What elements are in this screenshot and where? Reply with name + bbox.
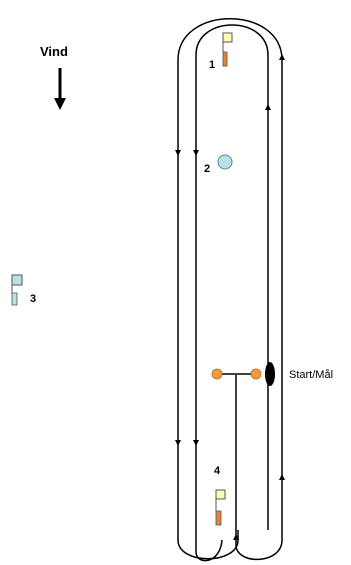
bottom-loop-left-line bbox=[177, 530, 239, 560]
start-boat-buoy bbox=[250, 368, 262, 380]
mark-3-flag bbox=[11, 274, 23, 306]
direction-arrows bbox=[175, 54, 285, 540]
arrow-up-right-inner bbox=[265, 104, 271, 110]
course-lines bbox=[177, 18, 283, 562]
arrow-up-right-outer-2 bbox=[279, 474, 285, 480]
bottom-loop-inner-line bbox=[195, 539, 223, 562]
start-pin-buoy bbox=[211, 368, 223, 380]
outer-loop-line bbox=[177, 18, 283, 540]
committee-boat-icon bbox=[265, 362, 275, 386]
mark-2-buoy bbox=[217, 154, 233, 170]
wind-arrow-icon bbox=[54, 68, 66, 110]
bottom-loop-right-line bbox=[235, 375, 283, 561]
arrow-up-center bbox=[233, 534, 239, 540]
mark-3-label: 3 bbox=[30, 293, 36, 305]
arrow-up-right-outer bbox=[279, 54, 285, 60]
arrow-down-left-outer bbox=[175, 440, 181, 446]
arrow-down-left-inner-2 bbox=[193, 150, 199, 156]
mark-2-label: 2 bbox=[204, 163, 210, 175]
arrow-down-left-outer-2 bbox=[175, 150, 181, 156]
start-finish-label: Start/Mål bbox=[289, 369, 333, 381]
inner-loop-line bbox=[195, 24, 269, 552]
arrow-down-left-inner bbox=[193, 440, 199, 446]
mark-4-label: 4 bbox=[214, 465, 221, 477]
mark-1-label: 1 bbox=[209, 59, 215, 71]
mark-1-flag bbox=[222, 32, 233, 67]
wind-label: Vind bbox=[40, 44, 68, 59]
mark-4-flag bbox=[215, 489, 226, 526]
